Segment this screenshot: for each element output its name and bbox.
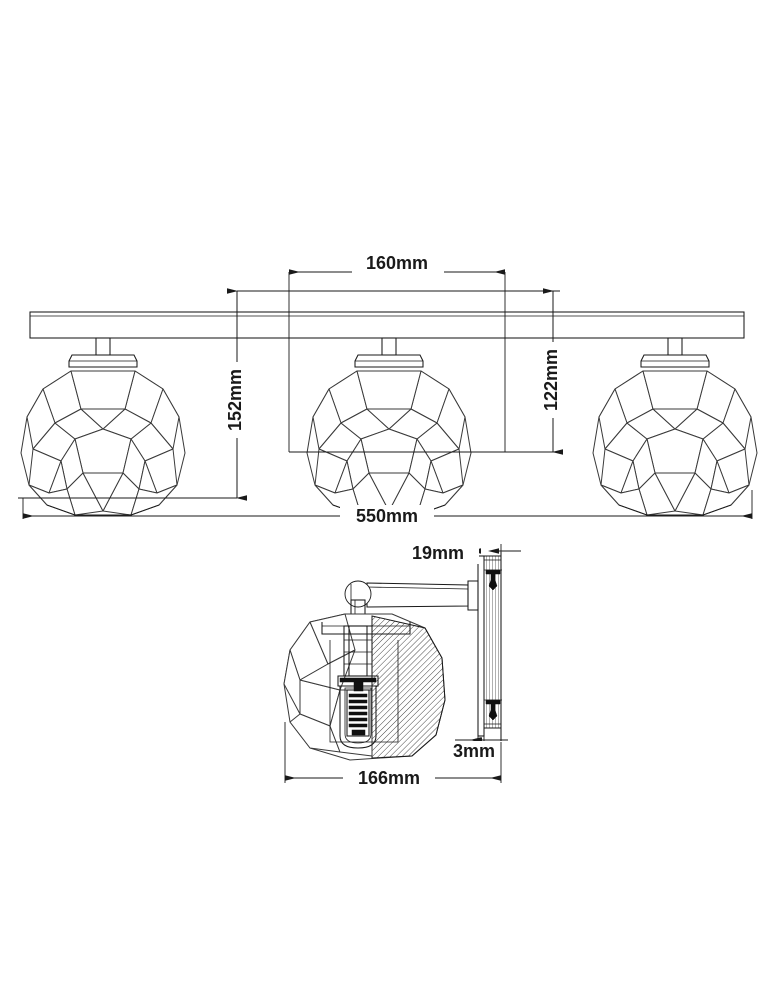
- section-hatching: [371, 615, 446, 759]
- screw-fixing-bottom: [484, 699, 502, 721]
- dimension-19mm: 19mm: [403, 542, 521, 572]
- mounting-bar: [29, 311, 745, 339]
- lamp-assembly-right: [592, 337, 758, 516]
- shade-mount-left: [68, 337, 138, 368]
- dimension-label-122mm: 122mm: [541, 349, 561, 411]
- dimension-3mm: 3mm: [443, 718, 509, 763]
- dimension-160mm: 160mm: [288, 252, 506, 453]
- dimension-label-160mm: 160mm: [366, 253, 428, 273]
- mounting-arm: [366, 580, 479, 611]
- dimension-label-166mm: 166mm: [358, 768, 420, 788]
- globe-shade-right: [592, 370, 758, 516]
- screw-fixing-top: [484, 569, 502, 591]
- lamp-assembly-center: [306, 337, 472, 516]
- dimension-label-152mm: 152mm: [225, 369, 245, 431]
- lamp-assembly-left: [20, 337, 186, 516]
- dimension-label-3mm: 3mm: [453, 741, 495, 761]
- shade-mount-center: [354, 337, 424, 368]
- lamp-socket: [337, 625, 379, 749]
- shade-mount-right: [640, 337, 710, 368]
- globe-shade-left: [20, 370, 186, 516]
- bulb-thread: [346, 681, 370, 737]
- dimension-label-19mm: 19mm: [412, 543, 464, 563]
- globe-shade-section: [283, 613, 446, 761]
- dimension-label-550mm: 550mm: [356, 506, 418, 526]
- wall-plate: [477, 552, 502, 742]
- globe-shade-center: [306, 370, 472, 516]
- side-section-view: 19mm 3mm 166mm: [283, 542, 521, 789]
- front-elevation-view: 160mm 152mm 122mm 550mm: [18, 252, 758, 527]
- dimension-122mm: 122mm: [289, 288, 563, 455]
- dimension-166mm: 166mm: [284, 722, 502, 789]
- dimension-550mm: 550mm: [22, 490, 753, 527]
- ball-joint: [344, 580, 372, 608]
